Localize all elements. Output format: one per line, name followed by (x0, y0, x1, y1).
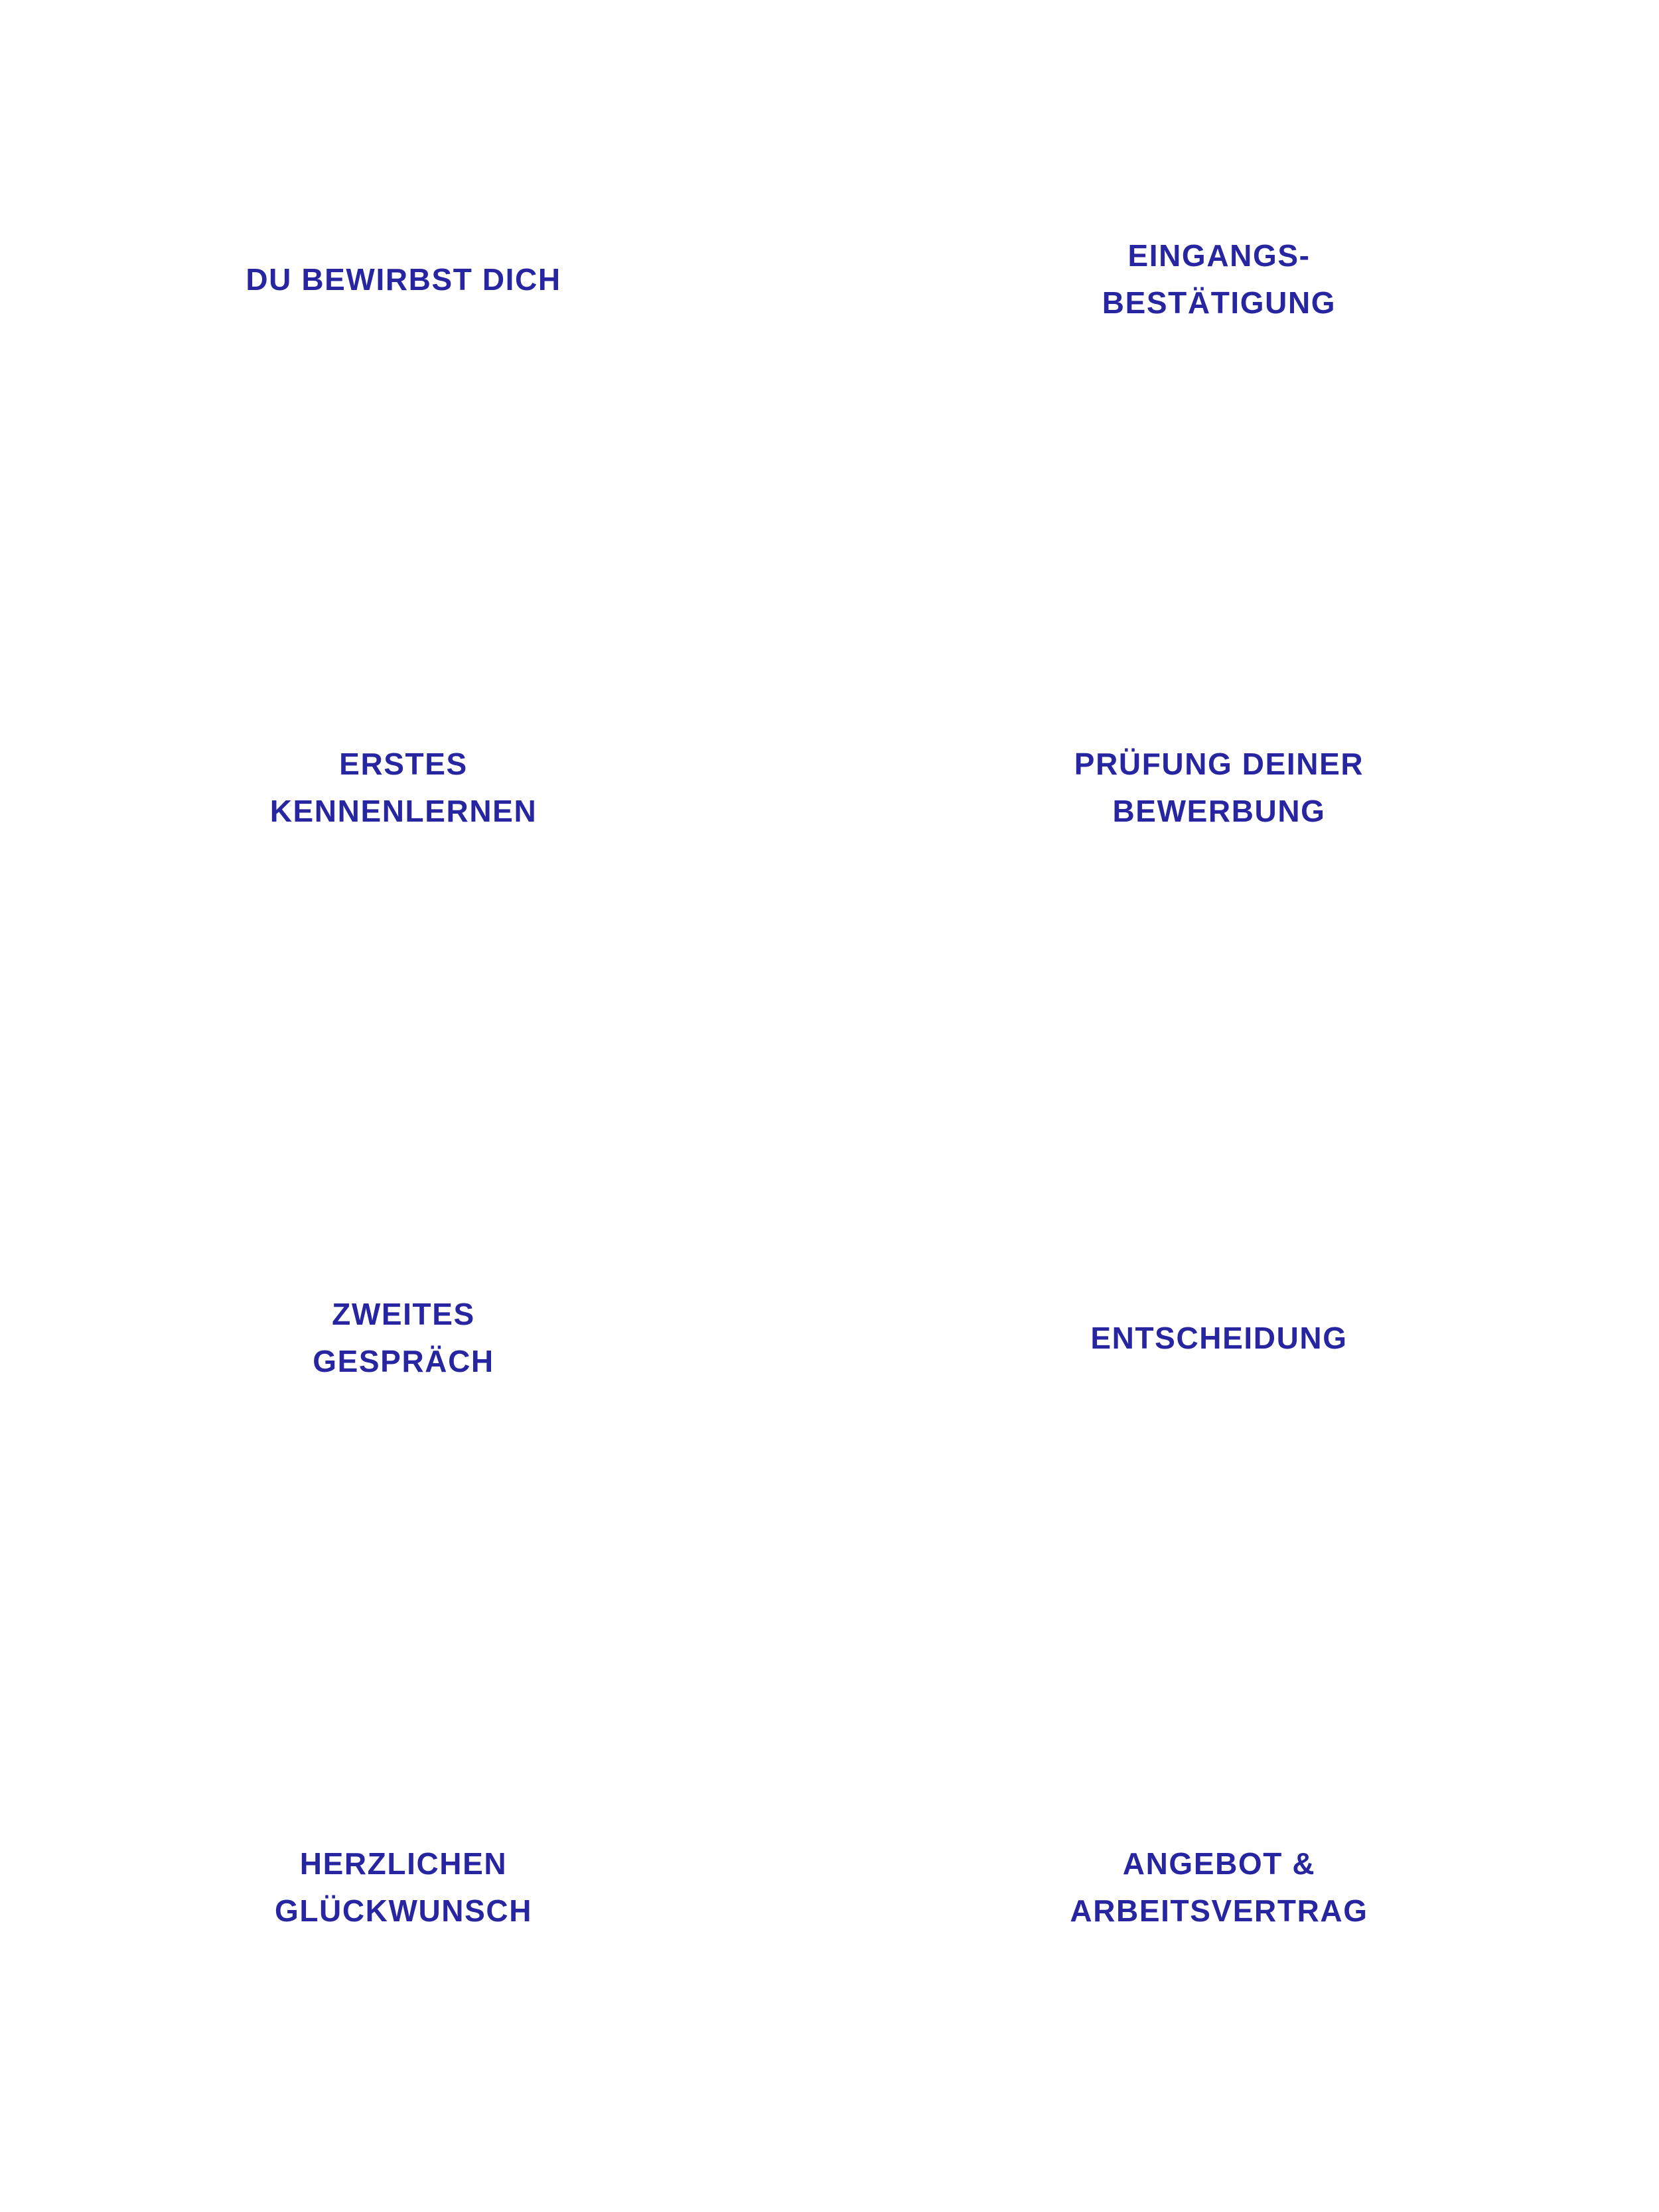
process-step-label: ZWEITES GESPRÄCH (313, 1296, 494, 1378)
step-illustration-placeholder (202, 563, 627, 1113)
process-step-pruefung-deiner-bewerbung: PRÜFUNG DEINER BEWERBUNG (830, 563, 1659, 1113)
step-illustration-placeholder (202, 1662, 627, 2212)
process-step-label: PRÜFUNG DEINER BEWERBUNG (1074, 747, 1364, 829)
step-illustration-placeholder (202, 13, 627, 563)
process-step-du-bewirbst-dich: DU BEWIRBST DICH (0, 13, 830, 563)
step-illustration-placeholder (1032, 563, 1457, 1113)
process-step-label: ANGEBOT & ARBEITSVERTRAG (1070, 1846, 1368, 1928)
process-step-eingangsbestaetigung: EINGANGS- BESTÄTIGUNG (830, 13, 1659, 563)
process-step-entscheidung: ENTSCHEIDUNG (830, 1112, 1659, 1662)
process-step-label: EINGANGS- BESTÄTIGUNG (1102, 238, 1336, 320)
process-step-erstes-kennenlernen: ERSTES KENNENLERNEN (0, 563, 830, 1113)
step-illustration-placeholder (1032, 13, 1457, 563)
step-illustration-placeholder (1032, 1662, 1457, 2212)
process-step-zweites-gespraech: ZWEITES GESPRÄCH (0, 1112, 830, 1662)
process-step-label: DU BEWIRBST DICH (246, 262, 561, 297)
process-step-angebot-arbeitsvertrag: ANGEBOT & ARBEITSVERTRAG (830, 1662, 1659, 2212)
process-step-label: HERZLICHEN GLÜCKWUNSCH (274, 1846, 533, 1928)
process-step-herzlichen-glueckwunsch: HERZLICHEN GLÜCKWUNSCH (0, 1662, 830, 2212)
process-step-label: ENTSCHEIDUNG (1090, 1320, 1348, 1355)
process-step-label: ERSTES KENNENLERNEN (269, 747, 538, 829)
step-illustration-placeholder (1032, 1112, 1457, 1662)
step-illustration-placeholder (202, 1112, 627, 1662)
